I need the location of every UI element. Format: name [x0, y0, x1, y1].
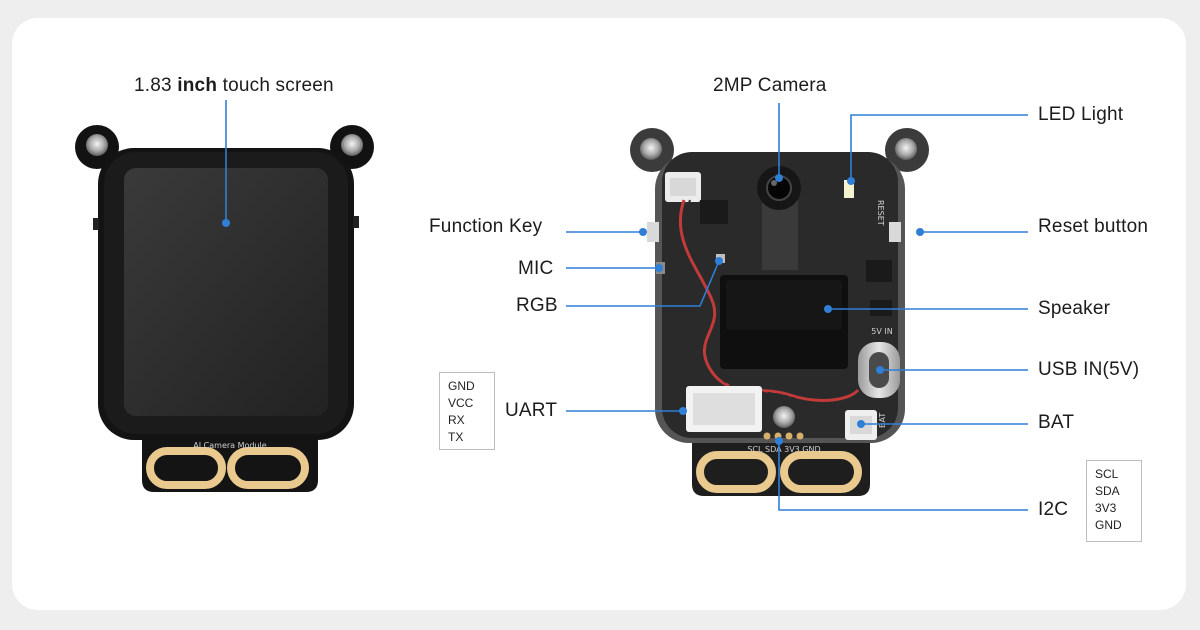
function-key-switch — [647, 222, 659, 242]
i2c-pin: GND — [1095, 518, 1122, 532]
label-speaker: Speaker — [1038, 298, 1111, 319]
lens-highlight — [771, 180, 777, 186]
dot-rgb — [715, 257, 723, 265]
bat-silkscreen: BAT — [878, 413, 887, 428]
ic-chip — [870, 300, 892, 316]
screw-icon — [773, 406, 795, 428]
label-uart: UART — [505, 400, 558, 421]
uart-pin: TX — [448, 430, 464, 444]
callout-lines — [225, 100, 1028, 511]
speaker-wire — [685, 199, 861, 405]
dot-speaker — [824, 305, 832, 313]
connector-socket — [670, 178, 696, 196]
uart-pin: VCC — [448, 396, 474, 410]
speaker-wire — [678, 199, 860, 402]
callout-dots — [222, 174, 924, 445]
i2c-pad — [796, 432, 804, 440]
label-touch-screen-unit: inch — [177, 75, 218, 96]
label-usb: USB IN(5V) — [1038, 359, 1140, 380]
dot-bat — [857, 420, 865, 428]
ic-chip — [700, 200, 728, 224]
label-led: LED Light — [1038, 104, 1124, 125]
screw-icon — [640, 138, 662, 160]
reset-silkscreen: RESET — [876, 200, 885, 226]
i2c-pad — [763, 432, 771, 440]
label-touch-screen-size: 1.83 — [134, 75, 178, 96]
callout-line-rgb — [566, 260, 720, 307]
label-mic: MIC — [518, 258, 554, 279]
dot-uart — [679, 407, 687, 415]
label-i2c: I2C — [1038, 499, 1069, 520]
gold-pad — [146, 447, 226, 489]
i2c-pin-list: SCL SDA 3V3 GND — [1086, 460, 1142, 542]
reset-switch — [889, 222, 901, 242]
uart-pin-list: GND VCC RX TX — [439, 372, 495, 450]
dot-screen — [222, 219, 230, 227]
dot-mic — [655, 264, 663, 272]
speaker-top — [726, 280, 842, 330]
side-button-left — [93, 218, 99, 230]
screw-icon — [895, 138, 917, 160]
uart-pin: GND — [448, 379, 475, 393]
gold-pad — [780, 451, 862, 493]
usb-silkscreen: 5V IN — [871, 327, 892, 336]
dot-reset — [916, 228, 924, 236]
screw-icon — [341, 134, 363, 156]
label-camera: 2MP Camera — [713, 75, 827, 96]
i2c-pin: SDA — [1095, 484, 1120, 498]
camera-flex-cable — [762, 200, 798, 270]
label-touch-screen: 1.83 inch touch screen — [134, 75, 334, 97]
side-button-right — [353, 216, 359, 228]
ic-chip — [866, 260, 892, 282]
label-reset: Reset button — [1038, 216, 1149, 237]
callout-line-led — [850, 114, 1028, 180]
dot-function-key — [639, 228, 647, 236]
i2c-pin: SCL — [1095, 467, 1119, 481]
module-silkscreen: AI Camera Module — [193, 441, 266, 450]
label-bat: BAT — [1038, 412, 1075, 433]
gold-pad — [227, 447, 309, 489]
label-function-key: Function Key — [429, 216, 543, 237]
gold-pad — [696, 451, 776, 493]
uart-pin: RX — [448, 413, 465, 427]
dot-camera — [775, 174, 783, 182]
uart-socket — [693, 393, 755, 425]
dot-led — [847, 177, 855, 185]
label-rgb: RGB — [516, 295, 558, 316]
i2c-pad — [785, 432, 793, 440]
i2c-pin: 3V3 — [1095, 501, 1117, 515]
screen-module: AI Camera Module — [75, 125, 374, 492]
dot-i2c — [775, 437, 783, 445]
dot-usb — [876, 366, 884, 374]
touch-screen — [124, 168, 328, 416]
i2c-silkscreen: SCL SDA 3V3 GND — [747, 445, 820, 454]
led-light — [844, 180, 854, 198]
label-touch-screen-text: touch screen — [217, 75, 334, 96]
main-board: SCL SDA 3V3 GND 5V IN BAT RESET — [630, 128, 929, 496]
callout-line-i2c — [778, 440, 1028, 511]
screw-icon — [86, 134, 108, 156]
